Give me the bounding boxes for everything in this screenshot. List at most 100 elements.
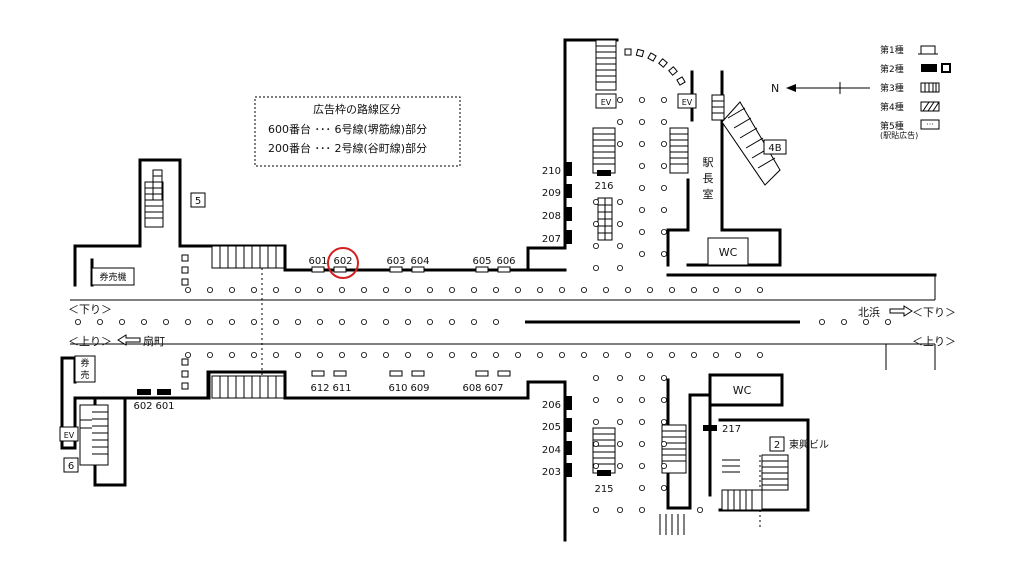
stairs-exit-6 <box>79 404 109 466</box>
pillar-dot <box>448 351 455 358</box>
pillar-dot <box>470 351 477 358</box>
dir-down-left: ＜下り＞ <box>68 303 112 316</box>
stairs-north-top <box>595 39 617 91</box>
elevator-north-2: EV <box>677 93 697 109</box>
pillar-dot <box>661 418 668 425</box>
pillar-dot <box>661 484 668 491</box>
pillar-dot <box>617 140 624 147</box>
svg-text:売: 売 <box>80 369 89 381</box>
pillar-dot <box>206 351 213 358</box>
legend-type-3: 第3種 <box>880 82 904 94</box>
legend-route-box: 広告枠の路線区分 600番台 ･･･ 6号線(堺筋線)部分 200番台 ･･･ … <box>254 96 461 167</box>
ad-207-label: 207 <box>542 234 561 245</box>
pillar-dot <box>294 286 301 293</box>
ad-205-label: 205 <box>542 422 561 433</box>
pillar-dot <box>639 462 646 469</box>
pillar-dot <box>603 351 610 358</box>
elevator-bottom-left: EV <box>59 426 79 442</box>
stairs-concourse-bottom <box>211 375 285 399</box>
marker-square <box>181 358 189 366</box>
stairs-exit-2 <box>721 454 789 511</box>
pillar-dot <box>617 242 624 249</box>
pillar-dot <box>581 351 588 358</box>
stairs-216 <box>592 127 616 174</box>
pillar-dot <box>639 374 646 381</box>
pillar-dot <box>294 318 301 325</box>
dir-up-left: ＜上り＞ <box>68 335 112 348</box>
pillar-dot <box>382 318 389 325</box>
ad-602-label: 602 <box>333 256 352 267</box>
pillar-dot <box>206 286 213 293</box>
north-arrow: N <box>771 82 870 95</box>
restroom-bottom: WC <box>733 384 752 397</box>
pillar-dot <box>382 351 389 358</box>
dir-ogimachi: 扇町 <box>143 334 165 348</box>
ad-603-label: 603 <box>386 256 405 267</box>
pillar-dot <box>492 318 499 325</box>
svg-text:長: 長 <box>703 172 714 185</box>
pillar-dot <box>250 286 257 293</box>
svg-text:5: 5 <box>195 196 201 207</box>
elevator-north-1: EV <box>595 93 617 109</box>
ticket-machine-bottom: 券 売 <box>74 355 96 383</box>
pillar-dot <box>338 286 345 293</box>
pillar-dot <box>360 286 367 293</box>
pillar-dots <box>75 97 892 513</box>
pillar-dot <box>470 318 477 325</box>
pillar-dot <box>757 286 764 293</box>
ad-605-label: 605 <box>472 256 491 267</box>
stairs-exit-4b <box>711 94 781 186</box>
pillar-dot <box>559 351 566 358</box>
exit-2-building: 東興ビル <box>789 438 829 451</box>
ad-611-label: 611 <box>332 383 351 394</box>
ad-609-label: 609 <box>410 383 429 394</box>
marker-square <box>181 382 189 390</box>
stairs-concourse-top <box>211 245 285 269</box>
pillar-dot <box>184 286 191 293</box>
pillar-dot <box>661 119 668 126</box>
exit-5-label: 5 <box>190 192 206 208</box>
svg-text:···: ··· <box>926 120 934 129</box>
pillar-dot <box>639 140 646 147</box>
svg-text:EV: EV <box>64 431 75 440</box>
pillar-dot <box>448 286 455 293</box>
pillar-dot <box>382 286 389 293</box>
pillar-dot <box>661 228 668 235</box>
pillar-dot <box>426 286 433 293</box>
pillar-dot <box>515 286 522 293</box>
svg-text:駅: 駅 <box>703 156 714 169</box>
marker-square <box>181 370 189 378</box>
dir-up-right: ＜上り＞ <box>912 335 956 348</box>
arrow-left-icon <box>117 334 141 346</box>
ad-606-label: 606 <box>496 256 515 267</box>
pillar-dot <box>617 198 624 205</box>
pillar-dot <box>537 351 544 358</box>
pillar-dot <box>691 351 698 358</box>
pillar-dot <box>250 318 257 325</box>
pillar-dot <box>119 318 126 325</box>
pillar-dot <box>593 462 600 469</box>
svg-text:4B: 4B <box>768 143 781 154</box>
pillar-dot <box>617 374 624 381</box>
pillar-dot <box>250 351 257 358</box>
pillar-dot <box>713 286 720 293</box>
type-legend: 第1種 第2種 第3種 第4種 第5種 ··· (駅貼広告) <box>880 44 951 140</box>
pillar-dot <box>661 462 668 469</box>
legend-type-4: 第4種 <box>880 101 904 113</box>
pillar-dot <box>426 351 433 358</box>
ad-204-label: 204 <box>542 445 561 456</box>
ad-panels-600-top: 601 602 603 604 605 606 <box>308 247 516 279</box>
pillar-dot <box>470 286 477 293</box>
pillar-dot <box>316 351 323 358</box>
ad-209-label: 209 <box>542 188 561 199</box>
pillar-dot <box>661 184 668 191</box>
pillar-dot <box>537 286 544 293</box>
pillar-dot <box>140 318 147 325</box>
pillar-dot <box>593 418 600 425</box>
ad-203-label: 203 <box>542 467 561 478</box>
pillar-dot <box>617 418 624 425</box>
pillar-dot <box>426 318 433 325</box>
exit-4b-label: 4B <box>763 139 787 155</box>
